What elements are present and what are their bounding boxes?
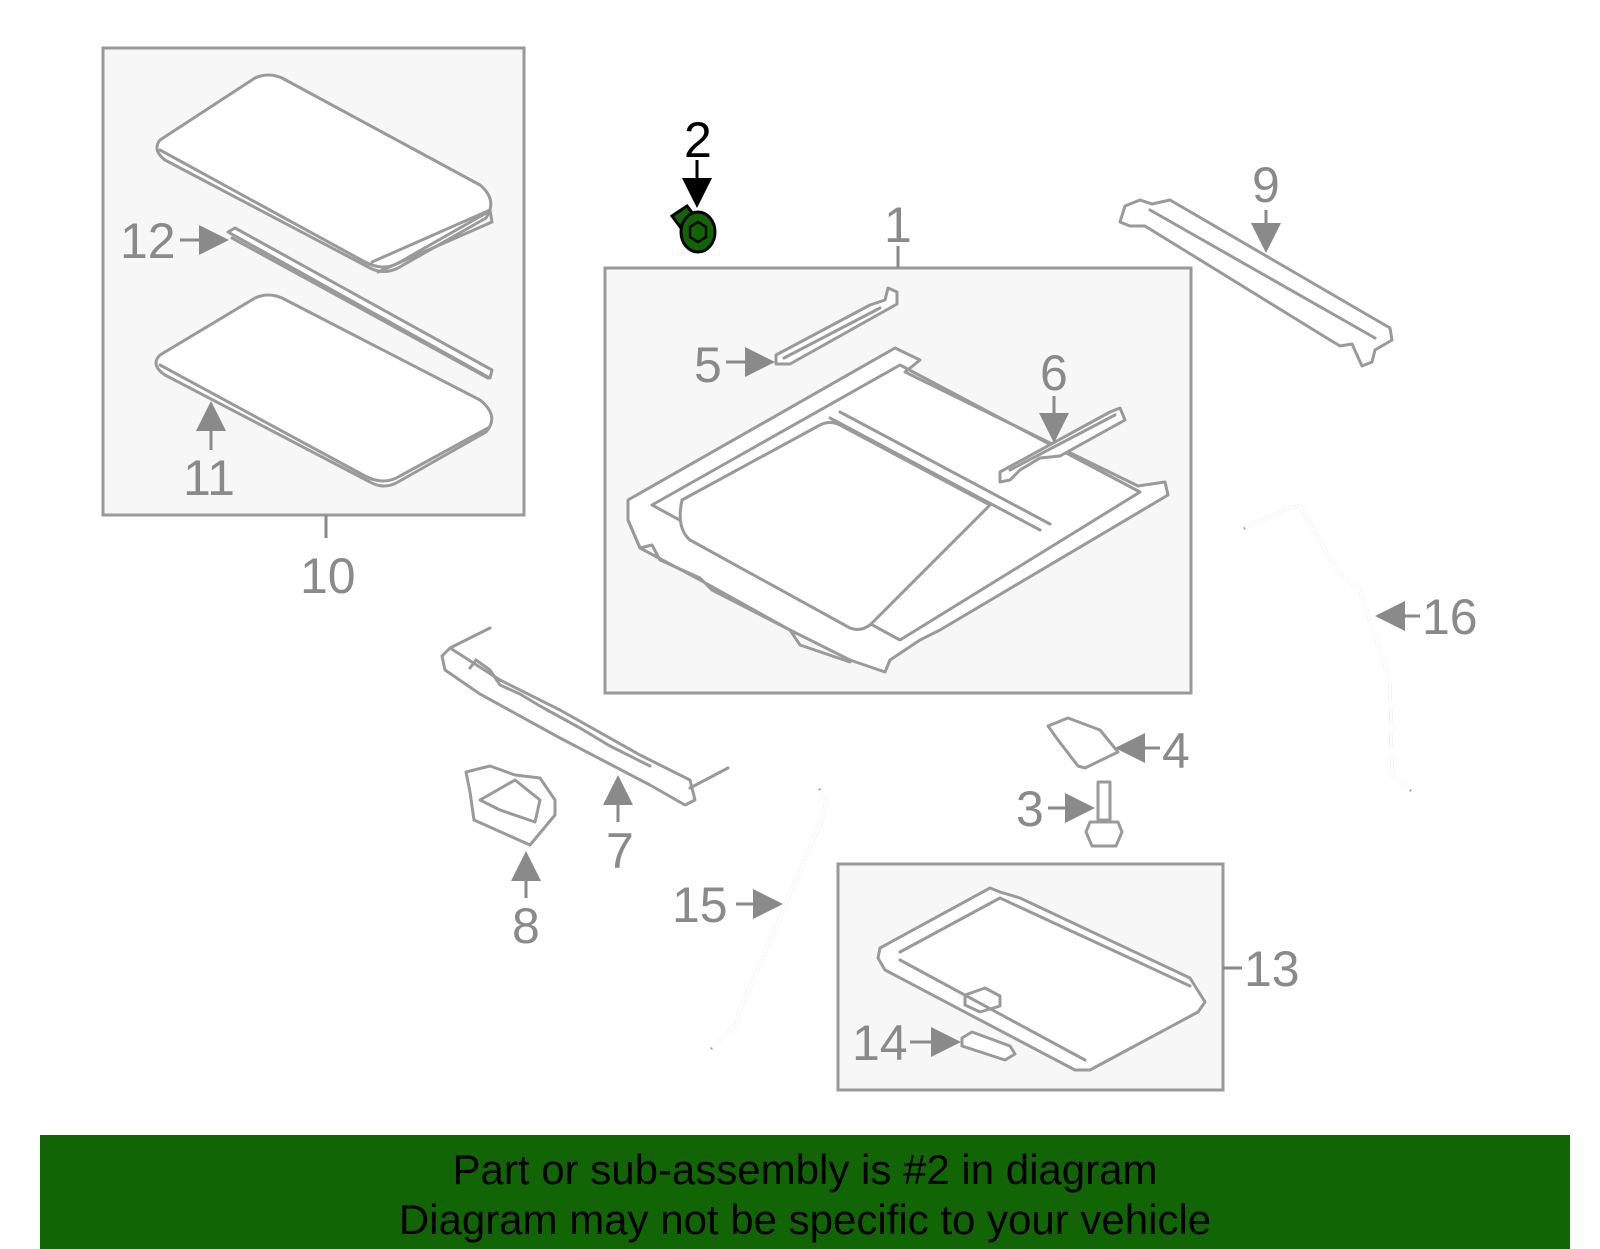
part-2-bolt[interactable] (669, 203, 717, 254)
callout-12: 12 (120, 213, 229, 269)
svg-text:11: 11 (183, 450, 235, 506)
svg-text:3: 3 (1016, 781, 1044, 837)
parts-diagram: 10 11 12 2 1 5 (101, 46, 1478, 1092)
callout-16: 16 (1375, 589, 1478, 645)
glass-assembly-box (101, 46, 526, 517)
svg-text:14: 14 (852, 1015, 908, 1071)
banner-line-1: Part or sub-assembly is #2 in diagram (452, 1146, 1158, 1193)
part-16-hose (1243, 504, 1412, 792)
callout-2: 2 (682, 112, 712, 208)
callout-8: 8 (511, 851, 541, 954)
svg-text:7: 7 (606, 823, 634, 879)
info-banner: Part or sub-assembly is #2 in diagram Di… (40, 1135, 1570, 1249)
svg-text:4: 4 (1162, 723, 1190, 779)
svg-text:8: 8 (512, 898, 540, 954)
svg-text:6: 6 (1040, 345, 1068, 401)
callout-4: 4 (1115, 723, 1190, 779)
callout-13: 13 (1223, 941, 1300, 997)
svg-text:15: 15 (672, 877, 728, 933)
svg-text:9: 9 (1252, 157, 1280, 213)
svg-text:2: 2 (684, 112, 712, 168)
callout-15: 15 (672, 877, 783, 933)
part-4-bracket (1046, 716, 1120, 770)
callout-5: 5 (694, 337, 775, 393)
svg-text:1: 1 (884, 197, 912, 253)
callout-14: 14 (852, 1015, 961, 1071)
sunshade-box (836, 862, 1225, 1092)
part-15-hose (710, 788, 828, 1050)
callout-6: 6 (1039, 345, 1069, 443)
callout-1: 1 (884, 197, 912, 268)
part-9-rail (1118, 198, 1394, 368)
svg-text:12: 12 (120, 213, 176, 269)
banner-line-2: Diagram may not be specific to your vehi… (398, 1196, 1212, 1243)
frame-assembly-box (603, 266, 1193, 695)
svg-text:10: 10 (300, 548, 356, 604)
callout-7: 7 (603, 775, 634, 879)
callout-11: 11 (183, 401, 235, 506)
svg-text:5: 5 (694, 337, 722, 393)
svg-text:16: 16 (1422, 589, 1478, 645)
callout-9: 9 (1251, 157, 1281, 253)
callout-10: 10 (300, 515, 356, 604)
callout-3: 3 (1016, 781, 1095, 837)
svg-text:13: 13 (1244, 941, 1300, 997)
part-8-bracket (464, 764, 557, 847)
part-7-rail (440, 626, 730, 807)
part-3-bolt (1084, 780, 1124, 848)
